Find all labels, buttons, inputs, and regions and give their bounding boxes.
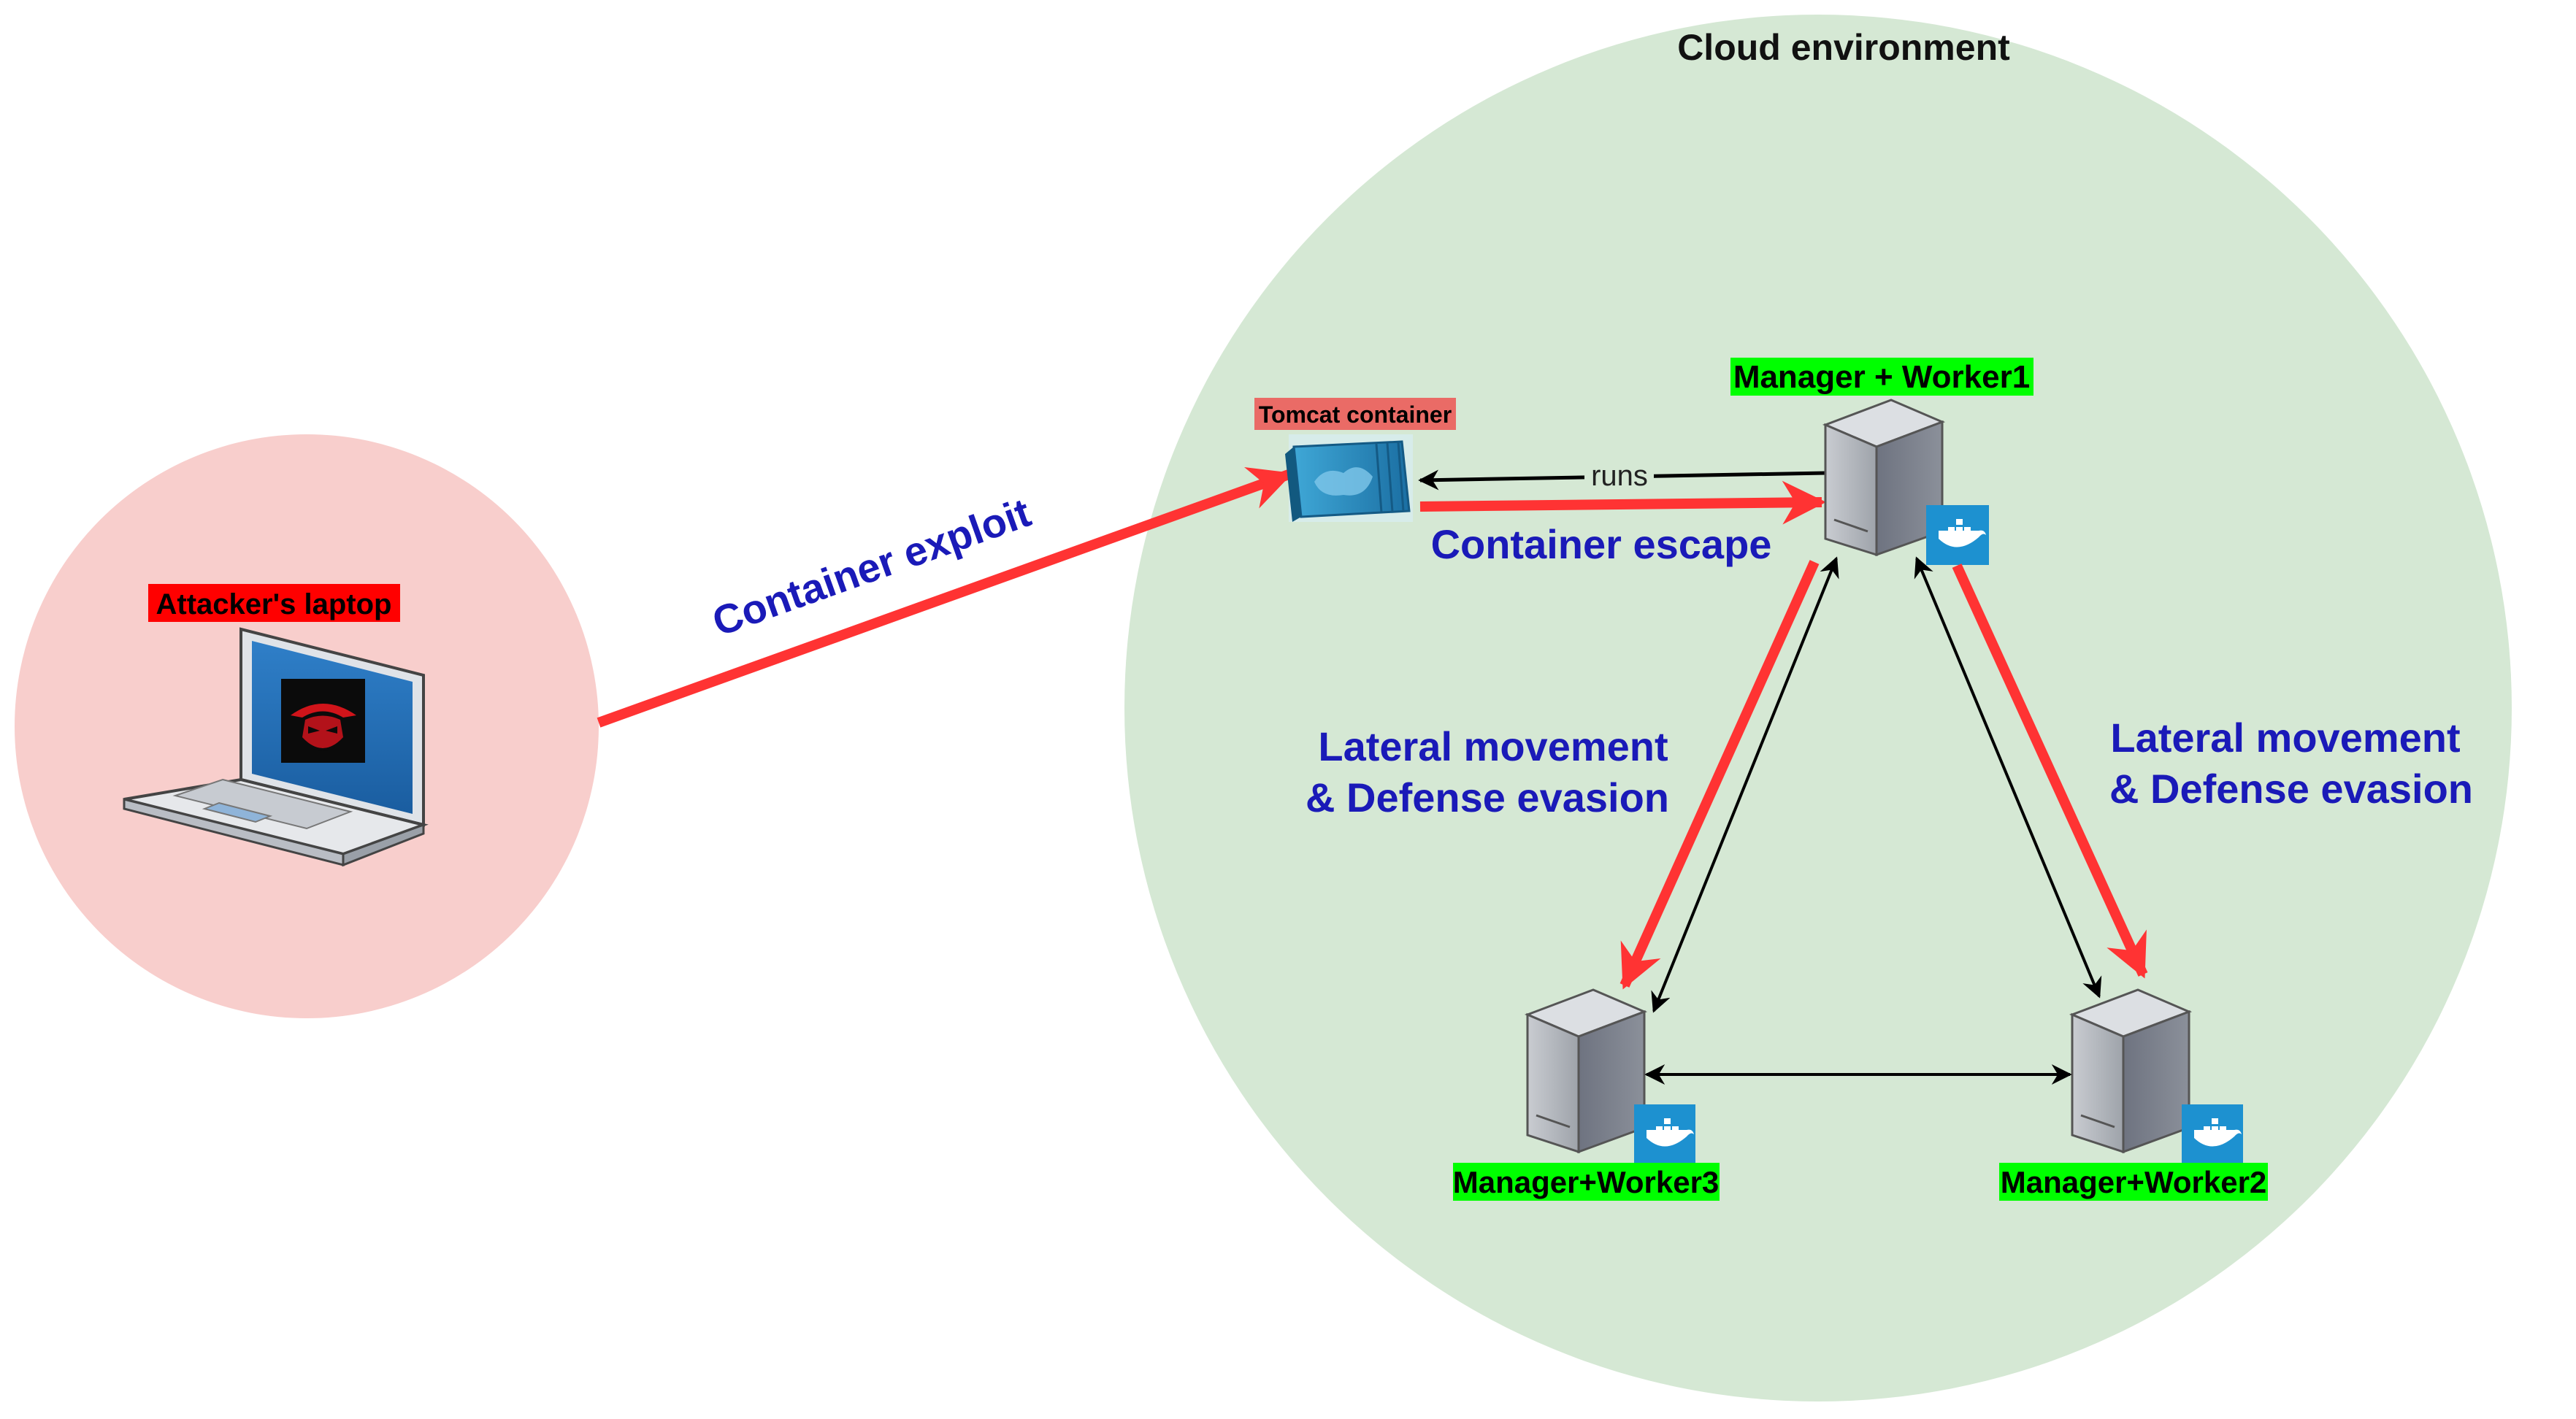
node-label: Manager+Worker2 (2001, 1165, 2267, 1199)
tomcat-container: Tomcat container (1254, 398, 1456, 522)
hacker-icon (281, 679, 365, 763)
container-escape-arrow (1419, 480, 1826, 525)
attacker-label-bg (148, 584, 400, 622)
node-manager-worker2: Manager+Worker2 (1999, 988, 2268, 1201)
tomcat-label-bg (1254, 398, 1456, 430)
attacker-label: Attacker's laptop (156, 588, 392, 620)
link-worker1-worker3 (1651, 556, 1839, 1013)
cloud-zone (1124, 15, 2512, 1401)
laptop-icon (123, 627, 429, 867)
node-label-bg (1999, 1163, 2268, 1201)
node-label-bg (1730, 358, 2033, 396)
lateral-arrow-right (1952, 564, 2148, 979)
node-manager-worker1: Manager + Worker1 (1730, 358, 2033, 565)
node-label-bg (1453, 1163, 1720, 1201)
node-label: Manager + Worker1 (1733, 359, 2030, 395)
server-icon (2069, 988, 2193, 1154)
node-manager-worker3: Manager+Worker3 (1453, 988, 1720, 1201)
lateral-label-left-line2: & Defense evasion (1306, 774, 1669, 820)
container-exploit-arrow (597, 467, 1293, 728)
server-icon (1822, 399, 1946, 557)
link-worker1-worker2 (1914, 556, 2102, 999)
container-icon (1285, 434, 1413, 522)
lateral-label-right-line2: & Defense evasion (2109, 766, 2473, 812)
docker-icon (2182, 1104, 2243, 1164)
lateral-label-left-line1: Lateral movement (1318, 723, 1668, 769)
docker-icon (1926, 505, 1989, 565)
attacker-laptop: Attacker's laptop (123, 584, 429, 867)
container-escape-label: Container escape (1431, 521, 1772, 567)
lateral-label-right-line1: Lateral movement (2110, 715, 2460, 761)
lateral-label-left: Lateral movement & Defense evasion (1306, 723, 1669, 820)
lateral-arrow-left (1619, 560, 1820, 990)
cloud-title: Cloud environment (1677, 27, 2010, 68)
tomcat-label: Tomcat container (1259, 401, 1452, 428)
lateral-label-right: Lateral movement & Defense evasion (2109, 715, 2473, 812)
server-icon (1524, 988, 1648, 1154)
docker-icon (1634, 1104, 1695, 1164)
runs-label: runs (1591, 460, 1648, 492)
node-label: Manager+Worker3 (1453, 1165, 1720, 1199)
